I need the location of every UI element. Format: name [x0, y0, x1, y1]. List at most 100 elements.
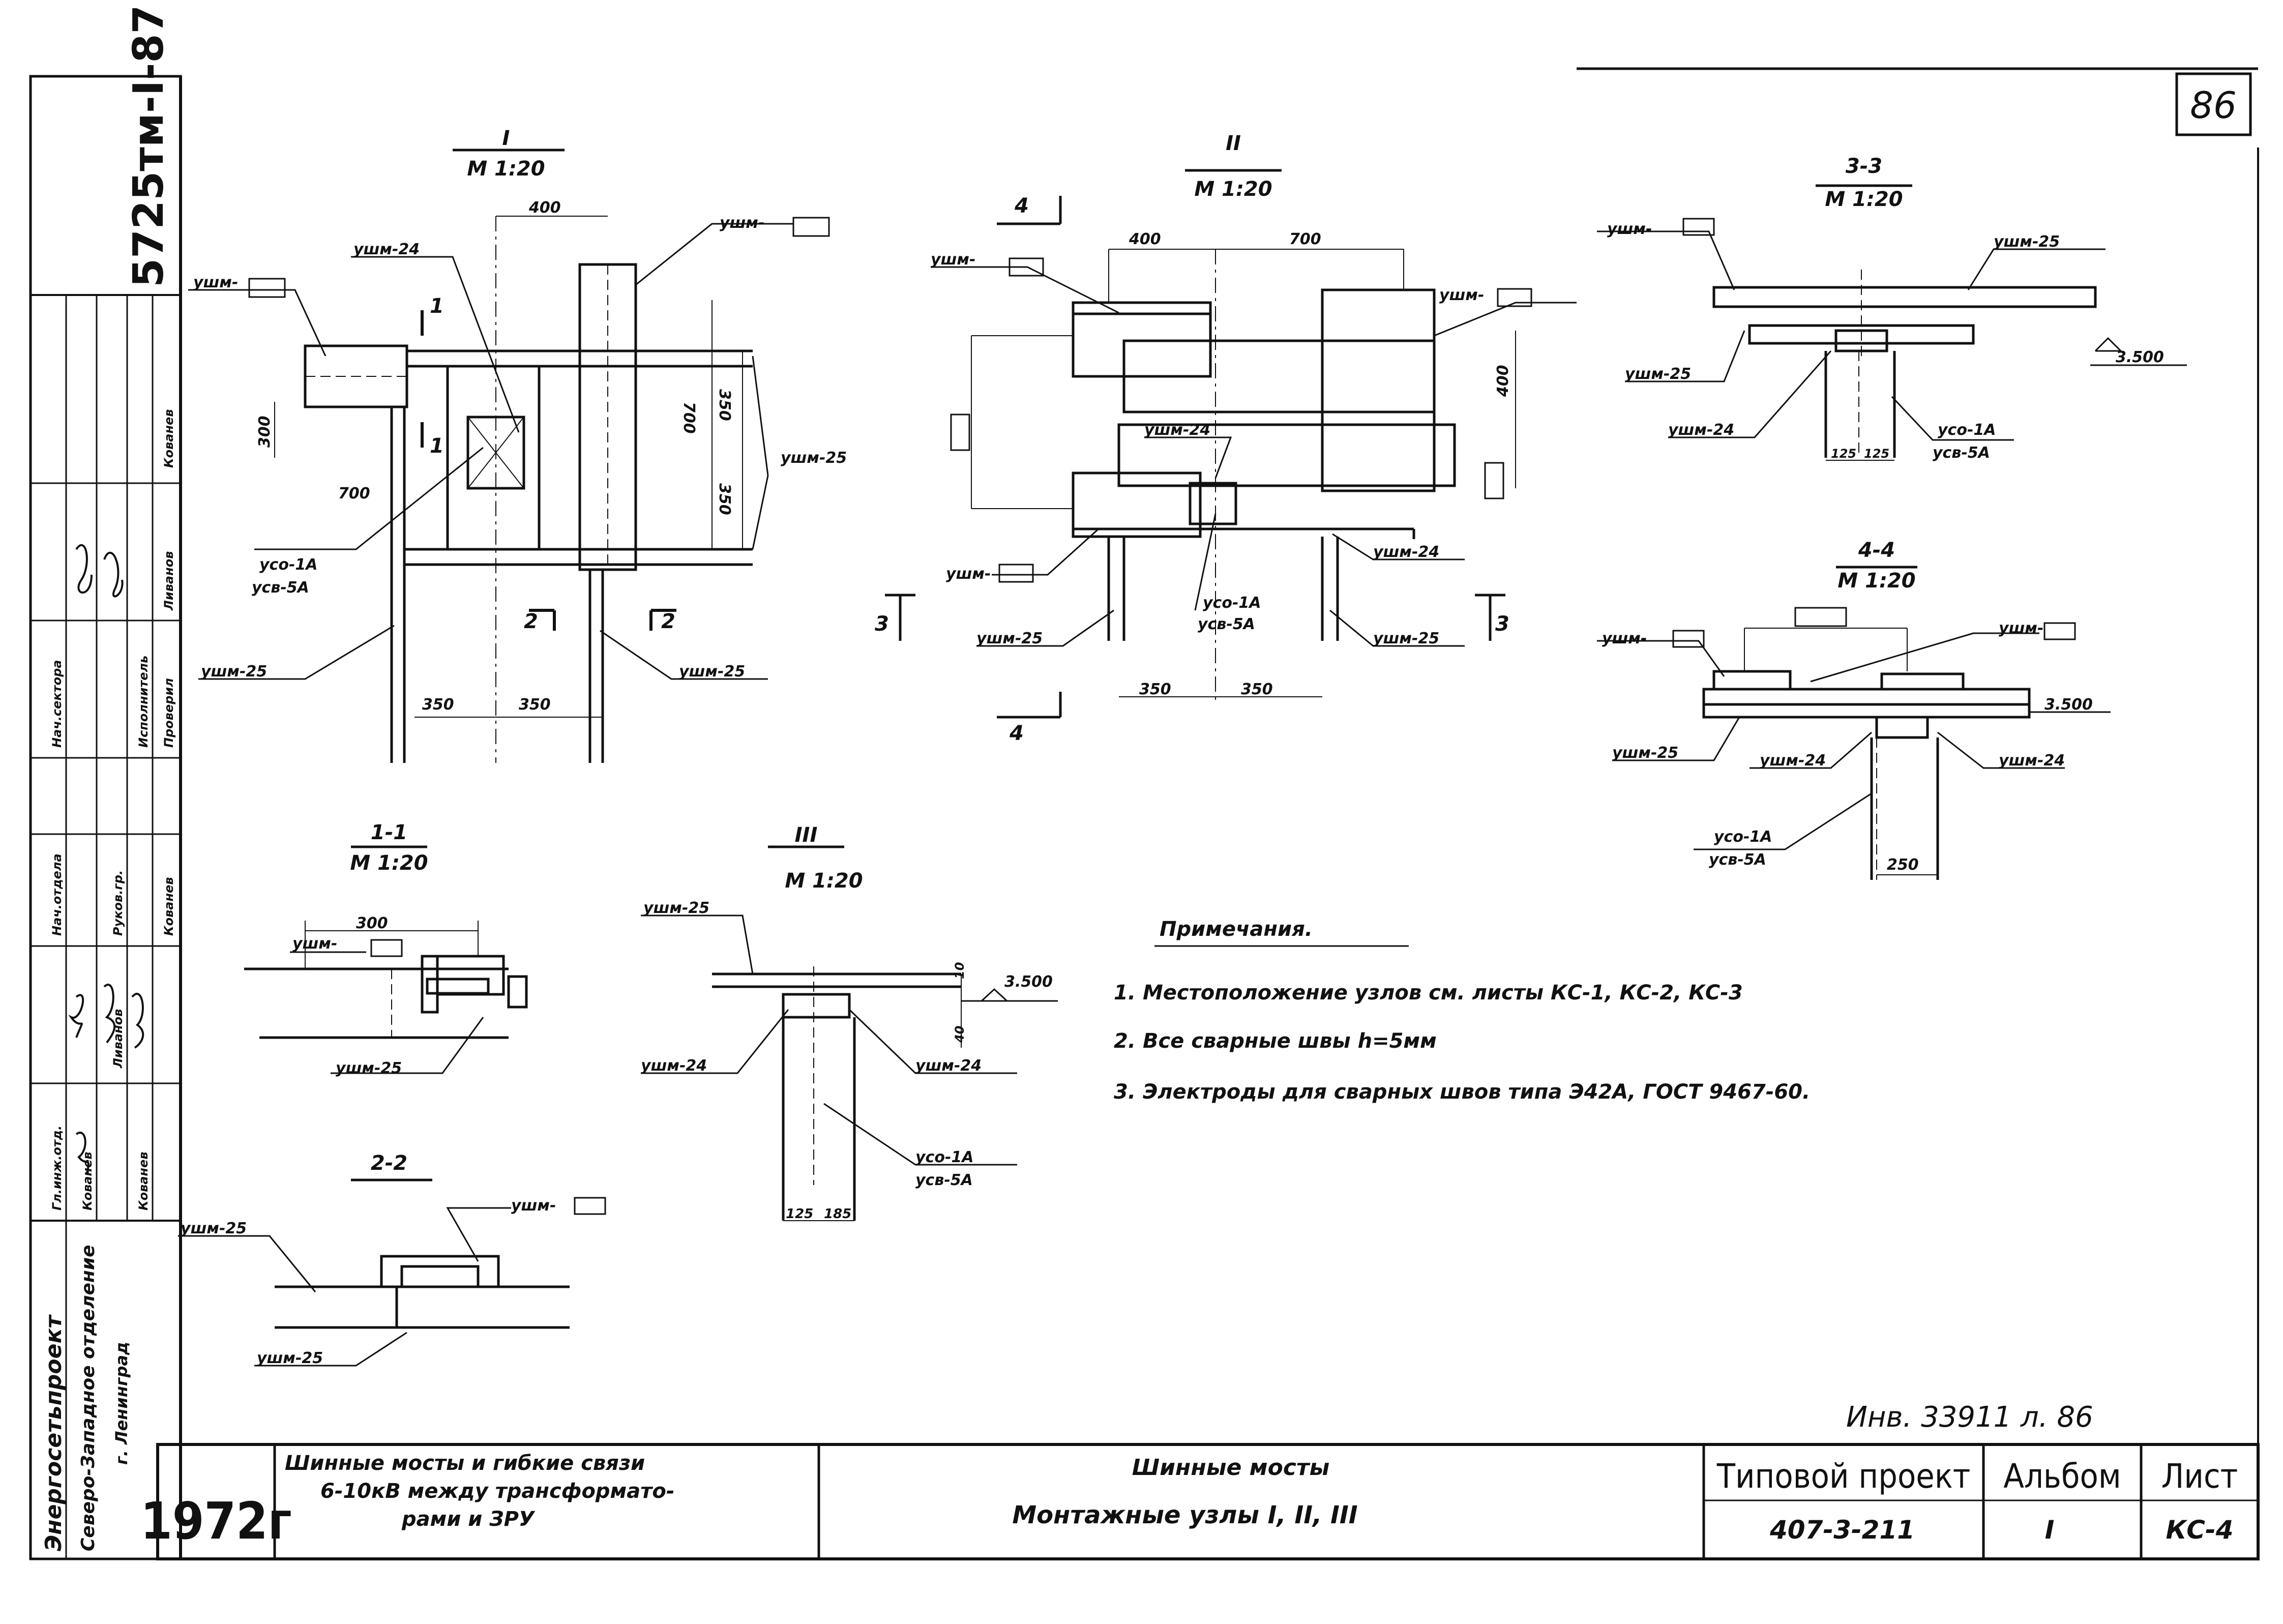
s33-d125b: 125 — [1864, 447, 1889, 461]
project-number: 407-3-211 — [1769, 1515, 1915, 1545]
org-line-2: Северо-Западное отделение — [78, 1245, 99, 1551]
view-III-text: III М 1:20 ушм-25 ушм-24 ушм-24 усо-1А у… — [641, 823, 1053, 1222]
project-label: Типовой проект — [1716, 1457, 1971, 1496]
v2-scale: М 1:20 — [1194, 178, 1272, 201]
sig-name-6: Ливанов — [162, 551, 176, 611]
name-line-2: Монтажные узлы I, II, III — [1012, 1501, 1357, 1529]
notes-heading: Примечания. — [1160, 918, 1313, 941]
v2-tag-ll: ушм- — [946, 565, 991, 583]
v3-scale: М 1:20 — [785, 869, 863, 893]
album-label: Альбом — [2003, 1457, 2121, 1496]
view-I — [188, 149, 830, 763]
org-line-1: Энергосетьпроект — [41, 1314, 67, 1551]
sig-role-2: Нач.отдела — [50, 853, 64, 936]
v1-usc: усо-1А — [259, 556, 318, 574]
desc-line-1: Шинные мосты и гибкие связи — [285, 1452, 645, 1475]
v1-tag-left: ушм- — [193, 274, 238, 291]
v1-d350-v1: 350 — [716, 389, 733, 421]
v1-usb: усв-5А — [252, 579, 309, 597]
section-2-2-text: 2-2 ушм-25 ушм- ушм-25 — [181, 1151, 556, 1367]
v3-title: III — [795, 823, 818, 847]
s44-d250: 250 — [1887, 856, 1919, 874]
signature-table: Гл.инж.отд. Кованев Нач.отдела Кованев Н… — [50, 409, 176, 1210]
v2-ushm24-r: ушм-24 — [1373, 543, 1439, 561]
sheet-value: КС-4 — [2166, 1515, 2233, 1545]
v3-d40: 40 — [953, 1026, 967, 1043]
s44-title: 4-4 — [1858, 539, 1895, 562]
section-4-4 — [1597, 566, 2111, 880]
v2-d350-a: 350 — [1139, 681, 1171, 698]
v2-d700: 700 — [1289, 230, 1321, 248]
sig-name-2: Кованев — [162, 877, 176, 936]
v3-d10: 10 — [953, 962, 967, 979]
v2-tag-ul: ушм- — [931, 251, 975, 269]
note-3: 3. Электроды для сварных швов типа Э42А,… — [1114, 1080, 1810, 1104]
name-line-1: Шинные мосты — [1132, 1455, 1330, 1481]
s22-ushm25-top: ушм-25 — [181, 1220, 247, 1237]
v3-d125: 125 — [786, 1206, 813, 1222]
v1-ushm25-right: ушм-25 — [781, 449, 847, 467]
s44-elev: 3.500 — [2044, 696, 2093, 714]
v2-usc: усо-1А — [1203, 594, 1261, 612]
s33-d125a: 125 — [1831, 447, 1856, 461]
notes-block: Примечания. 1. Местоположение узлов см. … — [1114, 918, 1810, 1104]
v1-d400: 400 — [528, 199, 561, 217]
v3-ushm25: ушм-25 — [643, 899, 709, 917]
v2-d400: 400 — [1129, 230, 1161, 248]
s33-ushm25-r: ушм-25 — [1994, 233, 2060, 251]
sig-role-1: Гл.инж.отд. — [50, 1126, 64, 1210]
s11-ushm25: ушм-25 — [336, 1059, 402, 1077]
s33-tag: ушм- — [1607, 220, 1652, 238]
v1-d350-v2: 350 — [716, 483, 733, 515]
sig-role-5: Исполнитель — [136, 656, 151, 748]
year: 1972г — [140, 1491, 291, 1551]
section-3-3 — [1597, 184, 2187, 461]
v2-ushm25-r: ушм-25 — [1373, 630, 1439, 647]
s11-title: 1-1 — [371, 821, 407, 844]
v2-usb: усв-5А — [1198, 615, 1255, 633]
section-1-1-text: 1-1 М 1:20 300 ушм- ушм-25 — [292, 821, 428, 1077]
note-1: 1. Местоположение узлов см. листы КС-1, … — [1114, 981, 1743, 1005]
sheet-label: Лист — [2161, 1457, 2238, 1496]
v3-elev: 3.500 — [1004, 973, 1053, 991]
v3-usb: усв-5А — [915, 1171, 973, 1189]
section-1-1 — [244, 845, 528, 1074]
signature-scribbles — [68, 544, 144, 1175]
v1-ushm25-br: ушм-25 — [679, 663, 745, 681]
v1-scale: М 1:20 — [467, 157, 545, 181]
s44-usb: усв-5А — [1709, 851, 1766, 869]
v2-d400-v: 400 — [1494, 365, 1512, 397]
sheet-number: 86 — [2190, 84, 2237, 127]
s33-ushm24: ушм-24 — [1668, 421, 1734, 439]
album-value: I — [2045, 1515, 2055, 1545]
v2-title: II — [1226, 132, 1241, 155]
section-2-2 — [178, 1178, 606, 1367]
v3-ushm24-r: ушм-24 — [915, 1057, 982, 1075]
s11-scale: М 1:20 — [350, 851, 428, 875]
view-II-text: II М 1:20 400 700 400 350 350 ушм- ушм- … — [875, 132, 1512, 745]
v2-cut4-bot: 4 — [1009, 722, 1024, 745]
sig-role-4: Руков.гр. — [111, 870, 125, 936]
s33-usc: усо-1А — [1938, 421, 1996, 439]
v1-cut1-top: 1 — [430, 294, 444, 318]
v1-d350-b: 350 — [519, 696, 551, 714]
v1-d300: 300 — [256, 416, 274, 448]
sig-name-5: Кованев — [136, 1151, 151, 1210]
v1-ushm25-bl: ушм-25 — [201, 663, 267, 681]
v3-ushm24-l: ушм-24 — [641, 1057, 707, 1075]
v1-title: I — [502, 127, 510, 150]
v2-d350-b: 350 — [1241, 681, 1273, 698]
v1-d700-v: 700 — [680, 402, 698, 434]
note-2: 2. Все сварные швы h=5мм — [1114, 1029, 1437, 1053]
v1-cut2-r: 2 — [661, 610, 675, 633]
v1-cut2-l: 2 — [524, 610, 538, 633]
v2-ushm25-l: ушм-25 — [976, 630, 1043, 647]
v3-usc: усо-1А — [915, 1148, 974, 1166]
s22-ushm25-bot: ушм-25 — [257, 1349, 323, 1367]
section-4-4-text: 4-4 М 1:20 ушм- ушм- ушм-25 ушм-24 ушм-2… — [1602, 539, 2093, 874]
view-III — [641, 845, 1058, 1221]
s44-usc: усо-1А — [1714, 828, 1772, 846]
s11-d300: 300 — [356, 914, 388, 932]
s33-scale: М 1:20 — [1825, 188, 1903, 211]
